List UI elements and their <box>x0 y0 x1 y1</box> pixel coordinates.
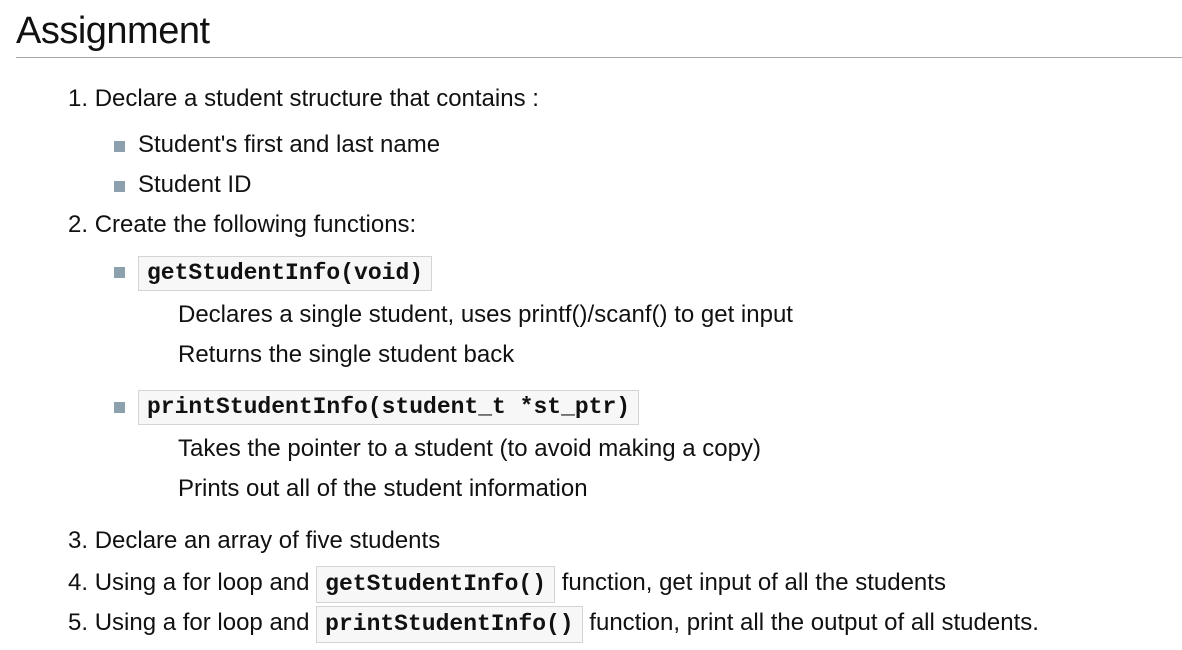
list-item-2: 2. Create the following functions: <box>68 210 416 240</box>
list-item-text: Declare an array of five students <box>94 527 441 554</box>
square-bullet-icon <box>114 402 125 413</box>
code-get-student-info-void: getStudentInfo(void) <box>138 256 433 291</box>
list-item-5: 5. Using a for loop and printStudentInfo… <box>68 606 1039 643</box>
function-description: Takes the pointer to a student (to avoid… <box>178 435 761 462</box>
list-item-text: Create the following functions: <box>94 211 417 238</box>
list-item-4: 4. Using a for loop and getStudentInfo()… <box>68 566 946 603</box>
list-item-number: 5. <box>68 609 89 636</box>
square-bullet-icon <box>114 181 125 192</box>
code-print-student-info-ptr: printStudentInfo(student_t *st_ptr) <box>138 390 640 425</box>
list-item-suffix: function, print all the output of all st… <box>589 609 1039 636</box>
code-print-student-info: printStudentInfo() <box>316 606 583 643</box>
function-print-student-info: printStudentInfo(student_t *st_ptr) <box>138 390 640 425</box>
list-item-number: 1. <box>68 85 89 112</box>
list-item-suffix: function, get input of all the students <box>561 569 946 596</box>
list-item-prefix: Using a for loop and <box>94 569 310 596</box>
page-title: Assignment <box>16 10 210 52</box>
code-get-student-info: getStudentInfo() <box>316 566 556 603</box>
title-divider <box>16 57 1182 58</box>
list-item-text: Declare a student structure that contain… <box>94 85 539 112</box>
list-item-1: 1. Declare a student structure that cont… <box>68 84 539 114</box>
assignment-document: Assignment 1. Declare a student structur… <box>16 0 1182 643</box>
list-item-prefix: Using a for loop and <box>94 609 310 636</box>
function-get-student-info: getStudentInfo(void) <box>138 256 433 291</box>
list-item-number: 2. <box>68 211 89 238</box>
list-item-3: 3. Declare an array of five students <box>68 526 440 556</box>
function-description: Prints out all of the student informatio… <box>178 475 588 502</box>
function-description: Returns the single student back <box>178 341 515 368</box>
square-bullet-icon <box>114 267 125 278</box>
list-item-number: 4. <box>68 569 89 596</box>
subitem-first-last-name: Student's first and last name <box>138 131 441 158</box>
list-item-number: 3. <box>68 527 89 554</box>
function-description: Declares a single student, uses printf()… <box>178 301 793 328</box>
square-bullet-icon <box>114 141 125 152</box>
subitem-student-id: Student ID <box>138 171 252 198</box>
